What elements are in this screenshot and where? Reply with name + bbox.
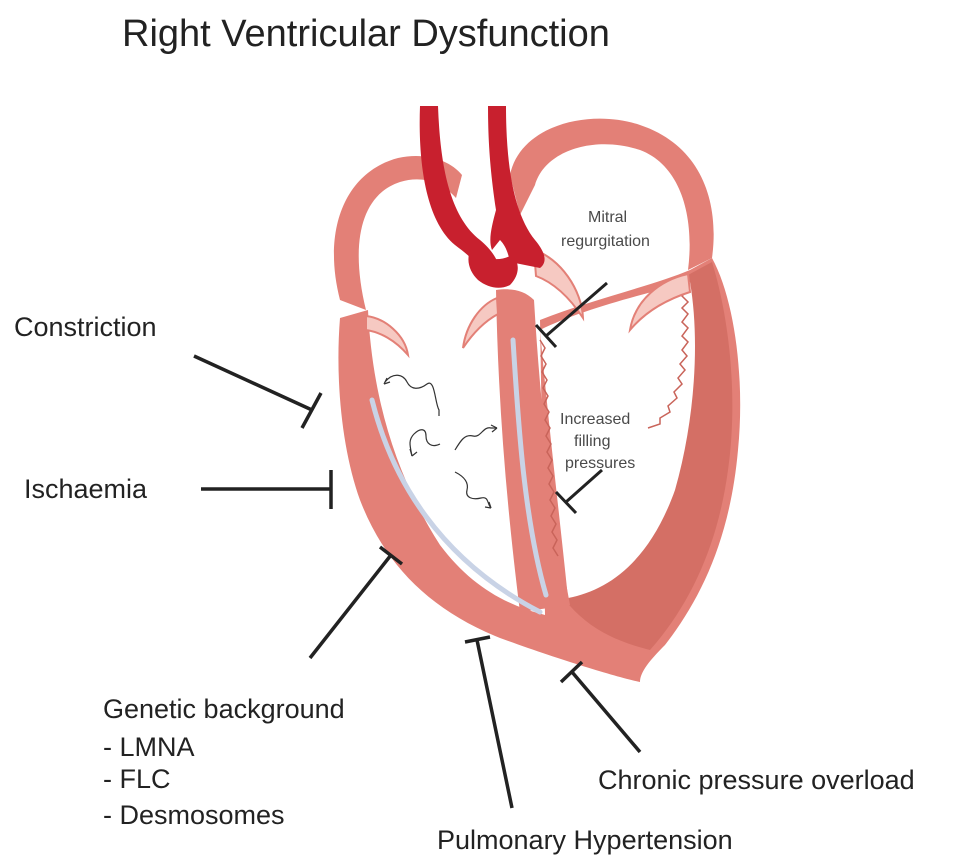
- constriction-label: Constriction: [14, 312, 157, 342]
- heart-illustration: [334, 106, 740, 682]
- genetic-background-inhibitor: [310, 547, 402, 658]
- genetic-background-annotation: Genetic background - LMNA - FLC - Desmos…: [103, 547, 402, 830]
- genetic-background-label: Genetic background: [103, 694, 345, 724]
- genetic-item-desmosomes: - Desmosomes: [103, 800, 285, 830]
- filling-pressures-label-line3: pressures: [565, 455, 635, 472]
- genetic-item-lmna: - LMNA: [103, 732, 195, 762]
- chronic-pressure-overload-annotation: Chronic pressure overload: [561, 662, 915, 795]
- aorta: [420, 106, 500, 280]
- mitral-regurgitation-label-line1: Mitral: [588, 209, 627, 226]
- filling-pressures-label-line2: filling: [574, 433, 610, 450]
- genetic-item-flc: - FLC: [103, 764, 171, 794]
- diagram-title: Right Ventricular Dysfunction: [122, 13, 610, 55]
- constriction-annotation: Constriction: [14, 312, 321, 428]
- ischaemia-annotation: Ischaemia: [24, 470, 331, 509]
- pulmonary-hypertension-annotation: Pulmonary Hypertension: [437, 637, 733, 855]
- ischaemia-inhibitor: [201, 470, 331, 509]
- constriction-inhibitor: [194, 356, 321, 428]
- mitral-regurgitation-label-line2: regurgitation: [561, 233, 650, 250]
- pulmonary-hypertension-label: Pulmonary Hypertension: [437, 825, 733, 855]
- filling-pressures-label-line1: Increased: [560, 411, 630, 428]
- pulmonary-hypertension-inhibitor: [465, 637, 512, 808]
- ischaemia-label: Ischaemia: [24, 474, 148, 504]
- chronic-pressure-overload-label: Chronic pressure overload: [598, 765, 915, 795]
